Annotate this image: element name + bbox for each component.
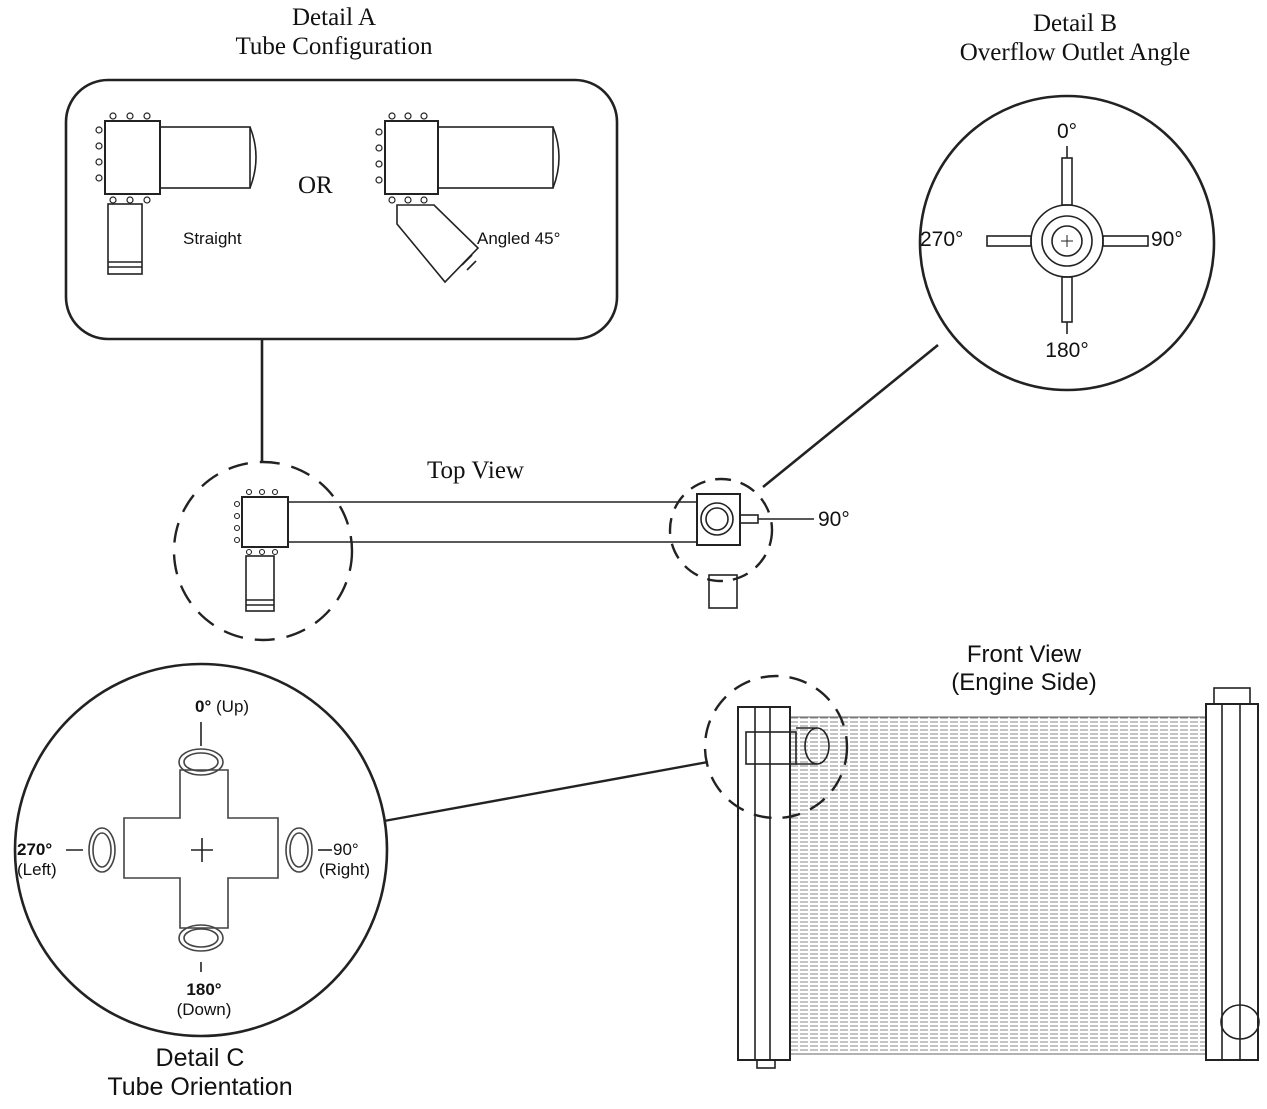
detail-c-up-angle: 0° — [195, 697, 212, 716]
detail-b-angle-180: 180° — [1045, 339, 1089, 362]
detail-c-left-angle: 270° — [17, 840, 53, 859]
detail-c-down-dir: (Down) — [176, 999, 232, 1019]
detail-c-up-label: 0° (Up) — [195, 697, 249, 717]
detail-b-angle-90: 90° — [1151, 228, 1183, 251]
front-view-radiator — [737, 687, 1260, 1069]
detail-c-left-dir: (Left) — [17, 860, 57, 879]
outlet-angle-fitting — [986, 146, 1149, 334]
detail-a-title: Detail A — [291, 4, 376, 31]
detail-c-heading: Detail C Tube Orientation — [107, 1044, 292, 1102]
detail-b-angle-0: 0° — [1056, 120, 1078, 143]
front-view-title: Front View — [966, 641, 1082, 668]
angled-label: Angled 45° — [477, 229, 561, 248]
detail-a-frame — [64, 78, 619, 341]
detail-a-heading: Detail A Tube Configuration — [236, 4, 433, 62]
detail-b-heading: Detail B Overflow Outlet Angle — [960, 10, 1191, 68]
straight-tube-assembly — [95, 112, 257, 275]
detail-c-up-dir: (Up) — [216, 697, 250, 716]
detail-c-down-angle: 180° — [186, 980, 222, 999]
detail-c-right-angle: 90° — [333, 840, 359, 859]
detail-b-circle — [918, 94, 1216, 392]
detail-b-title: Detail B — [1032, 10, 1118, 37]
detail-c-right-dir: (Right) — [319, 860, 371, 879]
detail-c-subtitle: Tube Orientation — [107, 1072, 293, 1101]
tube-orientation-cross — [66, 722, 332, 972]
top-view-left-detail-circle — [172, 460, 354, 642]
detail-c-down-label: 180° (Down) — [177, 980, 232, 1019]
detail-c-title: Detail C — [155, 1044, 245, 1072]
front-view-subtitle: (Engine Side) — [951, 668, 1097, 696]
or-label: OR — [298, 172, 333, 199]
detail-b-angle-270: 270° — [920, 228, 964, 251]
angled-tube-assembly — [375, 112, 560, 284]
top-view-title: Top View — [427, 457, 524, 484]
detail-b-subtitle: Overflow Outlet Angle — [959, 38, 1191, 66]
straight-label: Straight — [183, 229, 242, 248]
front-view-heading: Front View (Engine Side) — [951, 641, 1096, 696]
detail-a-subtitle: Tube Configuration — [235, 32, 433, 60]
front-view-detail-circle — [703, 674, 849, 820]
detail-c-leader — [383, 760, 709, 823]
detail-b-leader — [762, 343, 939, 489]
top-view-right-detail-circle — [668, 477, 774, 583]
top-view-radiator — [233, 488, 814, 612]
top-view-angle-label: 90° — [818, 508, 850, 531]
detail-c-circle — [13, 662, 389, 1038]
